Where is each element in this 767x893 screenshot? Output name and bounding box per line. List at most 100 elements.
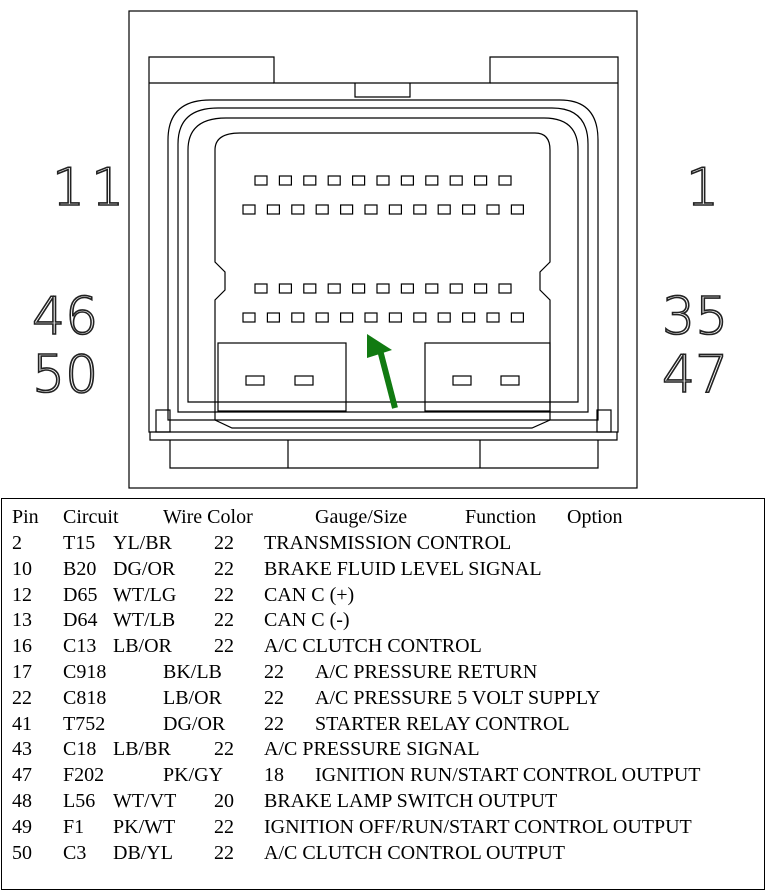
pin-label-bottom-right: 47 bbox=[662, 345, 728, 405]
connector-face-diagram: 11 1 46 35 50 47 bbox=[31, 10, 729, 489]
table-header: Pin Circuit Wire Color Gauge/Size Functi… bbox=[2, 506, 764, 532]
cell-circuit: T752 bbox=[63, 712, 106, 735]
housing-flange bbox=[148, 56, 619, 433]
cell-circuit: C918 bbox=[63, 661, 107, 683]
cell-gauge: 22 bbox=[214, 609, 234, 632]
cell-gauge: 20 bbox=[214, 790, 234, 812]
pin-cavity bbox=[486, 204, 500, 215]
cell-function: A/C PRESSURE SIGNAL bbox=[264, 738, 480, 761]
pin-cavity bbox=[376, 175, 390, 186]
pin-cavity bbox=[510, 312, 524, 323]
pin-cavity bbox=[266, 312, 280, 323]
pin-cavity bbox=[303, 175, 317, 186]
cell-gauge: 22 bbox=[214, 557, 234, 580]
cell-circuit: B20 bbox=[63, 557, 97, 580]
cell-gauge: 22 bbox=[214, 583, 234, 606]
pin-label-top-left: 11 bbox=[52, 158, 130, 218]
pin-cavity bbox=[291, 312, 305, 323]
cell-function: CAN C (+) bbox=[264, 583, 355, 606]
header-function: Function bbox=[465, 506, 537, 528]
pin-cavity bbox=[376, 283, 390, 294]
pin-cavity bbox=[449, 175, 463, 186]
cell-circuit: C18 bbox=[63, 738, 97, 761]
cell-function: IGNITION OFF/RUN/START CONTROL OUTPUT bbox=[264, 815, 692, 838]
cell-pin: 12 bbox=[12, 583, 32, 606]
pin-cavity bbox=[498, 283, 512, 294]
cell-circuit: C3 bbox=[63, 841, 87, 864]
pin-cavity bbox=[327, 175, 341, 186]
cell-circuit: C818 bbox=[63, 686, 107, 709]
cell-wire-color: PK/WT bbox=[113, 815, 176, 838]
cell-function: A/C CLUTCH CONTROL bbox=[264, 635, 482, 658]
cell-circuit: T15 bbox=[63, 532, 96, 554]
housing-outline bbox=[128, 10, 638, 489]
cell-function: BRAKE FLUID LEVEL SIGNAL bbox=[264, 557, 542, 580]
latch bbox=[354, 83, 411, 98]
pin-cavity bbox=[242, 204, 256, 215]
cell-pin: 48 bbox=[12, 790, 32, 812]
pin-cavity bbox=[266, 204, 280, 215]
cell-gauge: 22 bbox=[214, 738, 234, 761]
pin-cavity bbox=[303, 283, 317, 294]
pin-cavity bbox=[425, 175, 439, 186]
cell-wire-color: DB/YL bbox=[113, 841, 173, 864]
pin-cavity bbox=[291, 204, 305, 215]
cell-function: BRAKE LAMP SWITCH OUTPUT bbox=[264, 790, 558, 812]
pin-cavity bbox=[486, 312, 500, 323]
cell-wire-color: WT/LG bbox=[113, 583, 177, 606]
pin-label-mid-right: 35 bbox=[662, 287, 728, 347]
pin-table: Pin Circuit Wire Color Gauge/Size Functi… bbox=[1, 498, 765, 890]
header-pin: Pin bbox=[12, 506, 39, 528]
cell-wire-color: LB/BR bbox=[113, 738, 171, 761]
pin-cavity bbox=[474, 175, 488, 186]
cell-wire-color: YL/BR bbox=[113, 532, 172, 554]
pin-label-bottom-left: 50 bbox=[32, 345, 98, 405]
pin-cavity bbox=[364, 204, 378, 215]
pin-cavity bbox=[413, 204, 427, 215]
cell-wire-color: DG/OR bbox=[163, 712, 226, 735]
pin-label-top-right: 1 bbox=[686, 158, 719, 218]
cell-pin: 17 bbox=[12, 661, 32, 683]
cell-wire-color: DG/OR bbox=[113, 557, 176, 580]
header-option: Option bbox=[567, 506, 623, 528]
pin-cavity bbox=[425, 283, 439, 294]
large-terminal-block-left bbox=[217, 342, 347, 412]
pin-cavity bbox=[462, 312, 476, 323]
cell-pin: 47 bbox=[12, 764, 32, 787]
cell-circuit: F1 bbox=[63, 815, 85, 838]
pin-cavities bbox=[242, 175, 524, 323]
pin-cavity bbox=[413, 312, 427, 323]
cell-function: TRANSMISSION CONTROL bbox=[264, 532, 512, 554]
pin-cavity bbox=[352, 175, 366, 186]
pin-cavity bbox=[364, 312, 378, 323]
pin-cavity bbox=[400, 283, 414, 294]
cell-function: A/C CLUTCH CONTROL OUTPUT bbox=[264, 841, 565, 864]
pin-label-mid-left: 46 bbox=[32, 287, 98, 347]
cell-wire-color: PK/GY bbox=[163, 764, 224, 787]
cell-pin: 16 bbox=[12, 635, 32, 658]
cell-gauge: 22 bbox=[264, 712, 284, 735]
cell-pin: 22 bbox=[12, 686, 32, 709]
pin-cavity bbox=[315, 312, 329, 323]
cell-wire-color: WT/VT bbox=[113, 790, 177, 812]
header-gauge: Gauge/Size bbox=[315, 506, 408, 528]
pin-cavity bbox=[510, 204, 524, 215]
cell-function: IGNITION RUN/START CONTROL OUTPUT bbox=[315, 764, 701, 787]
cell-pin: 2 bbox=[12, 532, 22, 554]
pin-cavity bbox=[340, 204, 354, 215]
pin-cavity bbox=[437, 312, 451, 323]
cell-function: CAN C (-) bbox=[264, 609, 350, 632]
pin-cavity bbox=[449, 283, 463, 294]
pin-cavity bbox=[315, 204, 329, 215]
pin-cavity bbox=[327, 283, 341, 294]
cell-circuit: F202 bbox=[63, 764, 105, 787]
